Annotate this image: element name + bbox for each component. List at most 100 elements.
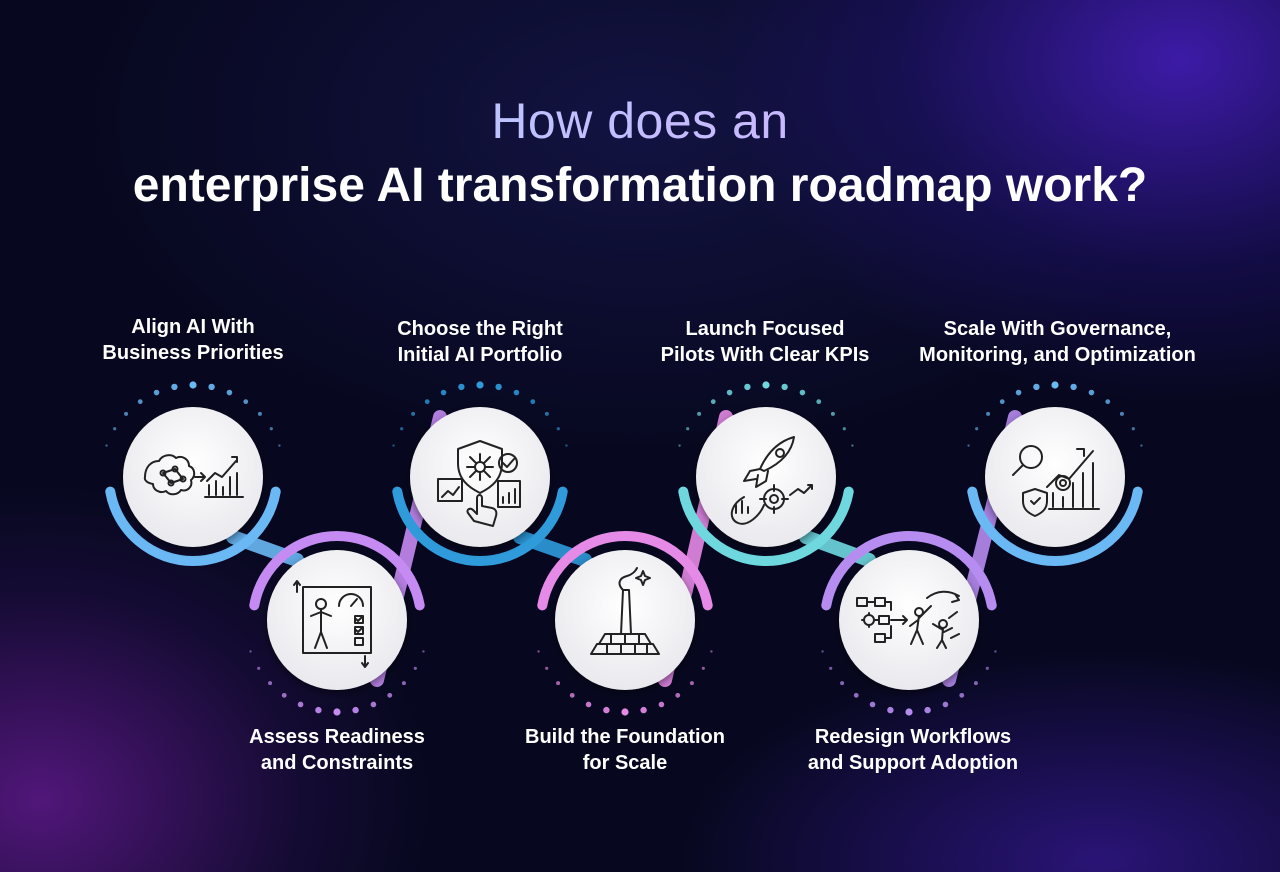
ring-dot-5-5 <box>726 389 733 396</box>
ring-dot-6-1 <box>994 650 997 653</box>
step-disc-7 <box>985 407 1125 547</box>
ring-arc-5 <box>678 486 854 566</box>
title-block: How does an enterprise AI transformation… <box>0 92 1280 216</box>
step-2-label: Assess Readiness and Constraints <box>249 726 425 774</box>
magnifier-shield-chart-icon <box>1012 445 1100 517</box>
step-1-label: Align AI With Business Priorities <box>102 316 284 364</box>
connector-3-4 <box>513 530 592 567</box>
step-6-label: Redesign Workflows and Support Adoption <box>807 726 1019 774</box>
ring-dot-4-12 <box>545 666 549 670</box>
step-5-label: Launch Focused Pilots With Clear KPIs <box>660 318 870 366</box>
ring-dot-4-7 <box>621 708 629 716</box>
ring-dot-2-3 <box>401 681 406 686</box>
ring-dot-3-8 <box>495 383 502 391</box>
ring-dot-1-13 <box>278 444 281 447</box>
ring-dot-3-5 <box>440 389 447 396</box>
ring-dot-2-12 <box>257 666 261 670</box>
ring-dot-3-6 <box>458 383 465 391</box>
ring-dot-6-7 <box>905 708 913 716</box>
ring-dot-2-7 <box>333 708 341 716</box>
ring-dot-1-10 <box>243 399 249 405</box>
ring-dot-1-3 <box>124 411 129 416</box>
ring-dot-1-4 <box>137 399 143 405</box>
ring-dot-6-9 <box>869 701 876 708</box>
ring-dot-5-7 <box>762 381 770 389</box>
ring-dot-4-1 <box>710 650 713 653</box>
step-disc-2 <box>267 550 407 690</box>
ring-dot-4-4 <box>675 692 681 698</box>
ring-dot-3-4 <box>424 399 430 405</box>
ring-arc-7 <box>967 486 1143 566</box>
ring-dot-7-2 <box>975 427 979 431</box>
ring-dot-3-10 <box>530 399 536 405</box>
ring-dot-6-6 <box>924 706 931 714</box>
ring-dot-6-5 <box>942 701 949 708</box>
workflow-team-icon <box>856 590 960 649</box>
ring-dot-4-11 <box>556 681 561 686</box>
ring-dot-6-8 <box>887 706 894 714</box>
step-4-label: Build the Foundation for Scale <box>525 726 725 774</box>
ring-dot-5-11 <box>830 411 835 416</box>
shield-network-portfolio-icon <box>437 440 521 527</box>
ring-dot-1-8 <box>208 383 215 391</box>
ring-dot-5-3 <box>697 411 702 416</box>
person-checklist-gauge-icon <box>293 580 372 668</box>
ring-dot-4-10 <box>569 692 575 698</box>
ring-dot-5-1 <box>678 444 681 447</box>
ring-dot-7-1 <box>967 444 970 447</box>
ring-dot-3-2 <box>400 427 404 431</box>
ring-dot-3-9 <box>513 389 520 396</box>
ring-dot-3-12 <box>556 427 560 431</box>
ring-dot-6-13 <box>821 650 824 653</box>
ring-dot-6-3 <box>973 681 978 686</box>
ring-arc-2 <box>249 531 425 611</box>
step-3-label: Choose the Right Initial AI Portfolio <box>397 318 563 366</box>
ring-dot-2-11 <box>268 681 273 686</box>
ring-dot-7-4 <box>999 399 1005 405</box>
ring-dot-3-3 <box>411 411 416 416</box>
ring-dot-6-10 <box>853 692 859 698</box>
ring-dot-3-11 <box>544 411 549 416</box>
ring-dot-6-4 <box>959 692 965 698</box>
ring-dot-2-8 <box>315 706 322 714</box>
ring-dot-2-10 <box>281 692 287 698</box>
ring-dot-5-9 <box>799 389 806 396</box>
ring-dot-2-4 <box>387 692 393 698</box>
ring-dot-4-3 <box>689 681 694 686</box>
ring-dot-1-1 <box>105 444 108 447</box>
ring-dot-7-13 <box>1140 444 1143 447</box>
title-line-2: enterprise AI transformation roadmap wor… <box>132 159 1148 212</box>
ring-dot-5-2 <box>686 427 690 431</box>
ring-dot-6-11 <box>840 681 845 686</box>
tower-foundation-icon <box>590 567 660 655</box>
ring-dot-4-9 <box>585 701 592 708</box>
ring-arc-4 <box>537 531 713 611</box>
ring-dot-5-8 <box>781 383 788 391</box>
step-disc-6 <box>839 550 979 690</box>
ring-dot-4-6 <box>640 706 647 714</box>
ring-dot-2-5 <box>370 701 377 708</box>
ring-dot-4-13 <box>537 650 540 653</box>
ring-dot-6-12 <box>829 666 833 670</box>
ring-dot-2-1 <box>422 650 425 653</box>
ring-dot-7-5 <box>1015 389 1022 396</box>
ring-dot-4-2 <box>701 666 705 670</box>
step-7-label: Scale With Governance, Monitoring, and O… <box>919 318 1196 366</box>
ring-dot-2-6 <box>352 706 359 714</box>
ring-dot-1-5 <box>153 389 160 396</box>
step-disc-4 <box>555 550 695 690</box>
brain-growth-chart-icon <box>143 454 244 498</box>
ring-dot-5-12 <box>842 427 846 431</box>
ring-dot-7-12 <box>1131 427 1135 431</box>
ring-dot-1-9 <box>226 389 233 396</box>
ring-dot-7-9 <box>1088 389 1095 396</box>
title-line-1: How does an <box>0 92 1280 150</box>
ring-dot-5-10 <box>816 399 822 405</box>
ring-dot-1-2 <box>113 427 117 431</box>
ring-dot-3-1 <box>392 444 395 447</box>
ring-arc-1 <box>105 486 281 566</box>
ring-dot-1-7 <box>189 381 197 389</box>
ring-dot-1-11 <box>257 411 262 416</box>
ring-arc-6 <box>821 531 997 611</box>
